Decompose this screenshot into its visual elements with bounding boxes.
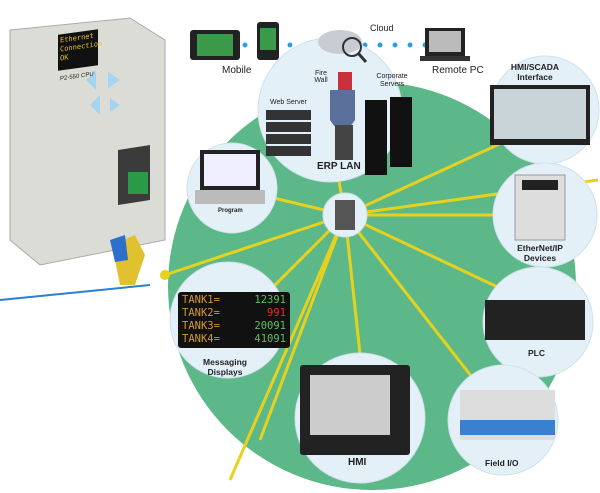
- hmi-label: HMI: [348, 457, 367, 468]
- plc-rack-icon: [485, 300, 585, 340]
- tank-name: TANK2=: [182, 307, 220, 319]
- mobile-label: Mobile: [222, 65, 252, 76]
- erp-lan-label: ERP LAN: [317, 161, 361, 172]
- corporate-servers-label: Corporate Servers: [376, 73, 408, 88]
- cloud-icon: [318, 30, 368, 63]
- plc-label: PLC: [528, 348, 545, 358]
- hmi-scada-label: HMI/SCADA Interface: [510, 62, 560, 82]
- tank-value: 41091: [254, 333, 286, 345]
- firewall-shield-icon: [330, 90, 355, 130]
- ethernet-ip-label: EtherNet/IP Devices: [517, 243, 563, 263]
- tank-row: TANK4= 41091: [182, 333, 286, 346]
- tank-value: 991: [267, 307, 286, 319]
- remote-pc-label: Remote PC: [432, 65, 484, 76]
- program-label: Program: [218, 208, 243, 214]
- tank-value: 20091: [254, 320, 286, 332]
- tank-row: TANK2= 991: [182, 307, 286, 320]
- erp-switch-icon: [335, 125, 353, 160]
- firewall-label: Fire Wall: [314, 70, 328, 84]
- corporate-server-icon: [365, 100, 387, 175]
- web-server-label: Web Server: [270, 99, 307, 106]
- tank-name: TANK3=: [182, 320, 220, 332]
- tank-row: TANK1= 12391: [182, 294, 286, 307]
- cpu-device-image: [9, 17, 166, 285]
- cloud-label: Cloud: [370, 23, 394, 33]
- field-io-label: Field I/O: [485, 458, 519, 468]
- messaging-label: Messaging Displays: [203, 357, 247, 377]
- ethernet-switch-icon: [335, 200, 355, 230]
- tank-row: TANK3= 20091: [182, 320, 286, 333]
- web-server-icon: [266, 110, 311, 156]
- tank-message-display: TANK1= 12391 TANK2= 991 TANK3= 20091 TANK4=…: [178, 292, 290, 348]
- tank-name: TANK4=: [182, 333, 220, 345]
- tank-value: 12391: [254, 294, 286, 306]
- tank-name: TANK1=: [182, 294, 220, 306]
